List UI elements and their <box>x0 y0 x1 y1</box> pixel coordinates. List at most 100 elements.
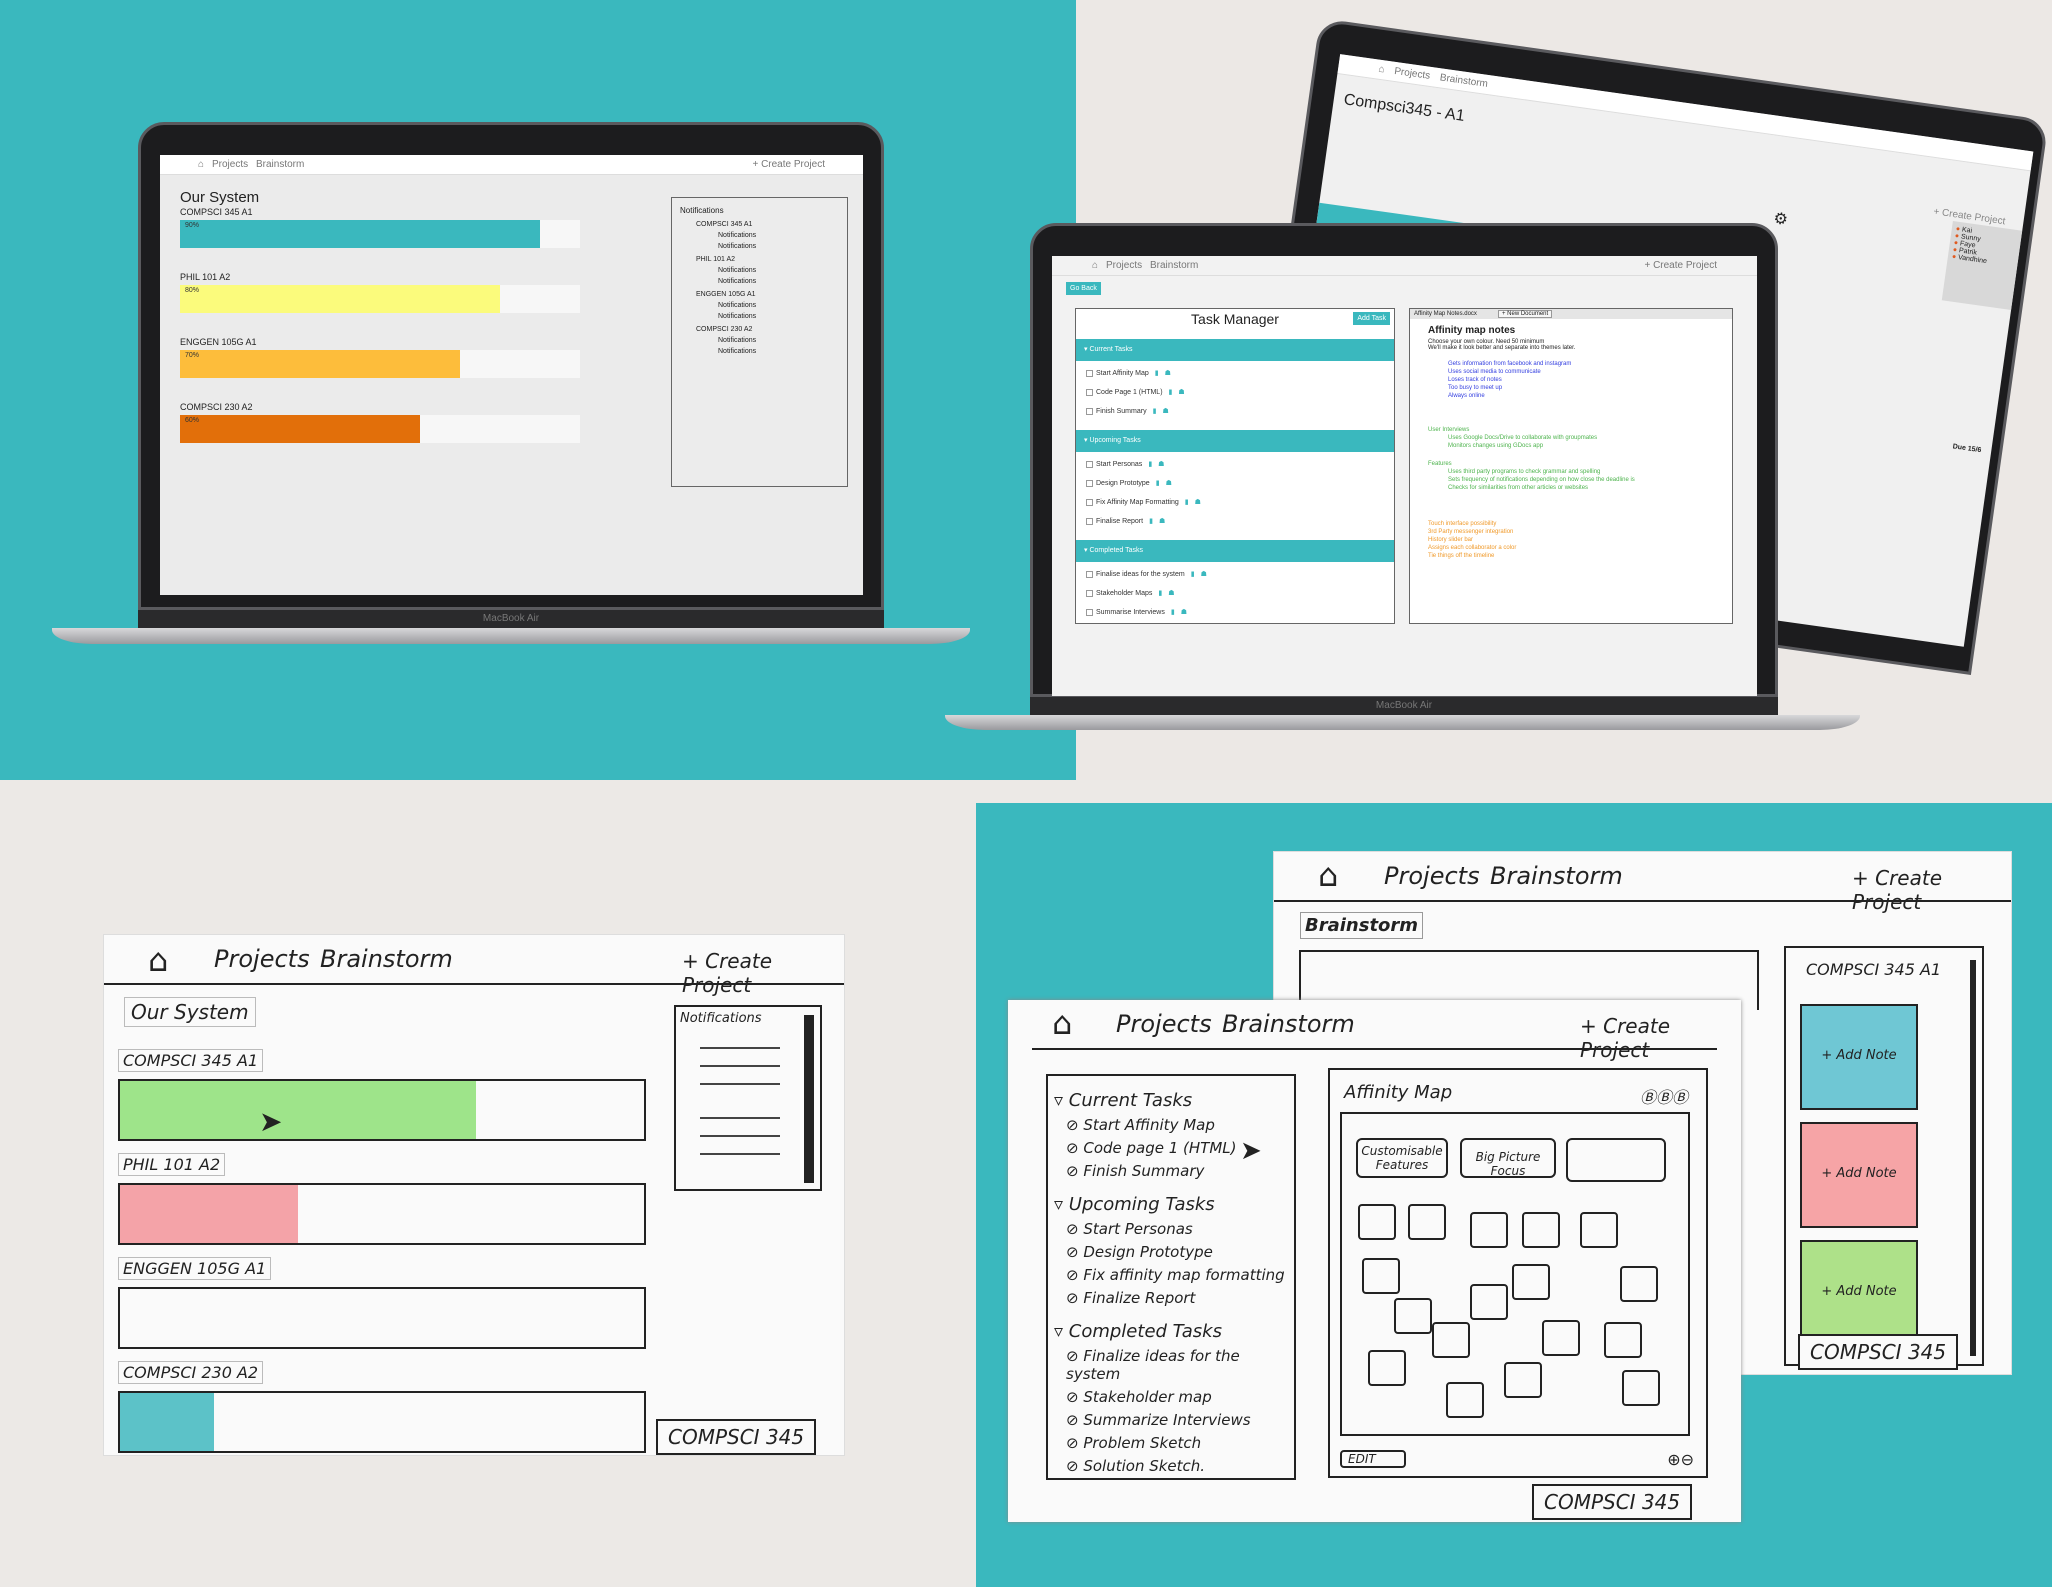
document-icon[interactable]: ▮ <box>1158 590 1163 597</box>
task-row[interactable]: Finalise ideas for the system▮☗ <box>1076 566 1394 585</box>
task-section-header[interactable]: ▿ Completed Tasks <box>1054 1321 1222 1342</box>
notification-item[interactable]: Notifications <box>718 337 757 344</box>
home-icon[interactable]: ⌂ <box>1377 63 1386 76</box>
nav-projects[interactable]: Projects <box>1393 65 1431 82</box>
sticky-note[interactable] <box>1358 1204 1396 1240</box>
task-row[interactable]: Finalise Report▮☗ <box>1076 513 1394 532</box>
nav-projects[interactable]: Projects <box>212 159 249 170</box>
nav-brainstorm[interactable]: Brainstorm <box>1222 1010 1355 1038</box>
create-project-link[interactable]: + Create Project <box>1644 260 1717 271</box>
sticky-note[interactable] <box>1362 1258 1400 1294</box>
go-back-button[interactable]: Go Back <box>1066 282 1101 295</box>
task-checkbox[interactable] <box>1086 498 1093 506</box>
task-checkbox[interactable] <box>1086 369 1093 377</box>
people-icon[interactable]: ☗ <box>1200 571 1207 578</box>
task-row[interactable]: ⊘ Finalize ideas for the system <box>1066 1347 1240 1383</box>
home-icon[interactable]: ⌂ <box>1092 260 1099 271</box>
sticky-note[interactable] <box>1622 1370 1660 1406</box>
course-tab[interactable]: COMPSCI 345 <box>1798 1334 1959 1370</box>
task-section-header[interactable]: ▿ Current Tasks <box>1054 1090 1193 1111</box>
sticky-note[interactable] <box>1580 1212 1618 1248</box>
nav-projects[interactable]: Projects <box>1384 862 1480 890</box>
sticky-note[interactable] <box>1368 1350 1406 1386</box>
task-row[interactable]: Stakeholder Maps▮☗ <box>1076 585 1394 604</box>
task-row[interactable]: ⊘ Finish Summary <box>1066 1162 1205 1180</box>
course-progress-bar[interactable] <box>118 1079 646 1141</box>
nav-brainstorm[interactable]: Brainstorm <box>320 945 453 973</box>
document-icon[interactable]: ▮ <box>1154 370 1159 377</box>
task-row[interactable]: ⊘ Design Prototype <box>1066 1243 1213 1261</box>
notification-item[interactable]: Notifications <box>718 278 757 285</box>
course-progress-bar[interactable] <box>118 1183 646 1245</box>
task-row[interactable]: Design Prototype▮☗ <box>1076 475 1394 494</box>
nav-projects[interactable]: Projects <box>1106 260 1143 271</box>
create-project-link[interactable]: + Create Project <box>1852 866 1943 914</box>
sticky-note[interactable] <box>1470 1212 1508 1248</box>
sticky-note[interactable] <box>1432 1322 1470 1358</box>
task-row[interactable]: ⊘ Code page 1 (HTML) <box>1066 1139 1237 1157</box>
people-icon[interactable]: ☗ <box>1165 480 1172 487</box>
course-progress-bar[interactable]: 80% <box>180 285 580 313</box>
sticky-note[interactable] <box>1620 1266 1658 1302</box>
note-card[interactable]: + Add Note <box>1800 1240 1918 1346</box>
home-icon[interactable]: ⌂ <box>148 941 169 979</box>
task-row[interactable]: Code Page 1 (HTML)▮☗ <box>1076 384 1394 403</box>
nav-brainstorm[interactable]: Brainstorm <box>256 159 305 170</box>
sticky-note[interactable] <box>1522 1212 1560 1248</box>
sticky-note[interactable] <box>1504 1362 1542 1398</box>
affinity-card-empty[interactable] <box>1566 1138 1666 1182</box>
notification-item[interactable]: Notifications <box>718 267 757 274</box>
task-row[interactable]: Summarise Interviews▮☗ <box>1076 604 1394 623</box>
task-row[interactable]: ⊘ Stakeholder map <box>1066 1388 1212 1406</box>
task-row[interactable]: Fix Affinity Map Formatting▮☗ <box>1076 494 1394 513</box>
scrollbar[interactable] <box>804 1015 814 1183</box>
affinity-card[interactable]: Customisable Features <box>1356 1138 1448 1178</box>
task-row[interactable]: Finish Summary▮☗ <box>1076 403 1394 422</box>
course-progress-bar[interactable]: 90% <box>180 220 580 248</box>
notification-item[interactable]: Notifications <box>718 243 757 250</box>
course-progress-bar[interactable] <box>118 1287 646 1349</box>
nav-projects[interactable]: Projects <box>214 945 310 973</box>
course-tab[interactable]: COMPSCI 345 <box>656 1419 817 1455</box>
sticky-note[interactable] <box>1470 1284 1508 1320</box>
home-icon[interactable]: ⌂ <box>1052 1004 1073 1042</box>
document-icon[interactable]: ▮ <box>1152 408 1157 415</box>
document-icon[interactable]: ▮ <box>1168 389 1173 396</box>
course-tab[interactable]: COMPSCI 345 <box>1532 1484 1693 1520</box>
create-project-link[interactable]: + Create Project <box>752 159 825 170</box>
task-row[interactable]: ⊘ Summarize Interviews <box>1066 1411 1251 1429</box>
task-checkbox[interactable] <box>1086 517 1093 525</box>
task-row[interactable]: ⊘ Problem Sketch <box>1066 1434 1202 1452</box>
document-icon[interactable]: ▮ <box>1149 518 1153 525</box>
home-icon[interactable]: ⌂ <box>198 159 205 170</box>
task-checkbox[interactable] <box>1086 388 1093 396</box>
notification-item[interactable]: Notifications <box>718 232 757 239</box>
note-card[interactable]: + Add Note <box>1800 1004 1918 1110</box>
people-icon[interactable]: ☗ <box>1164 370 1171 377</box>
create-project-link[interactable]: + Create Project <box>1580 1014 1671 1062</box>
task-checkbox[interactable] <box>1086 479 1093 487</box>
nav-brainstorm[interactable]: Brainstorm <box>1150 260 1199 271</box>
document-icon[interactable]: ▮ <box>1148 461 1153 468</box>
zoom-icons[interactable]: ⊕⊖ <box>1667 1450 1694 1469</box>
task-row[interactable]: ⊘ Fix affinity map formatting <box>1066 1266 1285 1284</box>
task-row[interactable]: ⊘ Solution Sketch. <box>1066 1457 1206 1475</box>
people-icon[interactable]: ☗ <box>1158 518 1166 525</box>
task-row[interactable]: Start Personas▮☗ <box>1076 456 1394 475</box>
brainstorm-tab[interactable]: Brainstorm <box>1300 912 1424 939</box>
sticky-note[interactable] <box>1604 1322 1642 1358</box>
task-checkbox[interactable] <box>1086 570 1093 578</box>
add-task-button[interactable]: Add Task <box>1353 312 1390 325</box>
document-icon[interactable]: ▮ <box>1170 609 1175 616</box>
document-icon[interactable]: ▮ <box>1190 571 1195 578</box>
course-progress-bar[interactable] <box>118 1391 646 1453</box>
sticky-note[interactable] <box>1512 1264 1550 1300</box>
people-icon[interactable]: ☗ <box>1158 461 1165 468</box>
people-icon[interactable]: ☗ <box>1168 590 1175 597</box>
task-row[interactable]: ⊘ Finalize Report <box>1066 1289 1196 1307</box>
sticky-note[interactable] <box>1446 1382 1484 1418</box>
task-checkbox[interactable] <box>1086 608 1093 616</box>
nav-brainstorm[interactable]: Brainstorm <box>1439 72 1489 90</box>
settings-icon[interactable]: ⚙ <box>1772 210 1789 229</box>
home-icon[interactable]: ⌂ <box>1318 856 1339 894</box>
